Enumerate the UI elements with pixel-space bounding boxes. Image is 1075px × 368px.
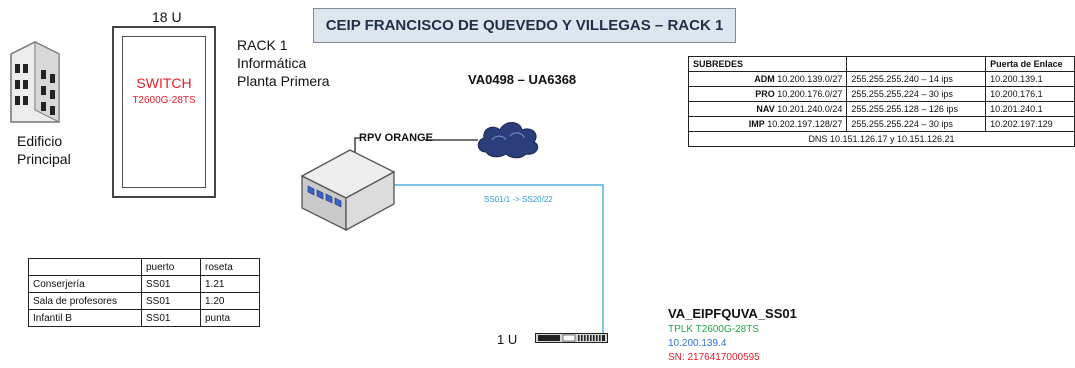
subnet-name: NAV (756, 104, 775, 114)
subnet-gateway: 10.200.139.1 (985, 71, 1075, 87)
uplink-line (390, 184, 604, 337)
rack-info-dept: Informática (237, 55, 307, 71)
ports-row: Infantil B SS01 punta (28, 309, 260, 327)
ports-table: puerto roseta Conserjería SS01 1.21 Sala… (28, 258, 260, 327)
dns-row: DNS 10.151.126.17 y 10.151.126.21 (688, 131, 1075, 147)
subnet-name: ADM (754, 74, 775, 84)
subnet-row: ADM 10.200.139.0/27 255.255.255.240 – 14… (687, 71, 1075, 87)
dns-servers: DNS 10.151.126.17 y 10.151.126.21 (688, 131, 1075, 147)
subnet-gateway: 10.200.176.1 (985, 86, 1075, 102)
subnets-table: SUBREDES Puerta de Enlace ADM 10.200.139… (687, 56, 1075, 147)
subnet-mask: 255.255.255.128 – 126 ips (846, 101, 987, 117)
subnet-row: IMP 10.202.197.128/27 255.255.255.224 – … (687, 116, 1075, 132)
ports-socket: 1.21 (200, 275, 260, 293)
ports-socket: 1.20 (200, 292, 260, 310)
circuit-id: VA0498 – UA6368 (468, 72, 577, 87)
router-icon (300, 149, 396, 232)
building-icon (10, 41, 60, 123)
diagram-title: CEIP FRANCISCO DE QUEVEDO Y VILLEGAS – R… (313, 8, 736, 43)
rack-inner (122, 36, 206, 188)
subnet-network: 10.200.139.0/27 (777, 74, 843, 84)
ports-header-row: puerto roseta (28, 258, 260, 276)
ports-location: Infantil B (28, 309, 142, 327)
subnet-row: NAV 10.201.240.0/24 255.255.255.128 – 12… (687, 101, 1075, 117)
ports-port: SS01 (141, 309, 201, 327)
rack-info-floor: Planta Primera (237, 73, 330, 89)
subnets-header: SUBREDES (687, 56, 848, 72)
subnet-row: PRO 10.200.176.0/27 255.255.255.224 – 30… (687, 86, 1075, 102)
device-model: TPLK T2600G-28TS (668, 324, 759, 335)
device-name: VA_EIPFQUVA_SS01 (668, 306, 797, 321)
switch-device-icon (535, 333, 608, 343)
ports-header-socket: roseta (200, 258, 260, 276)
subnet-mask: 255.255.255.224 – 30 ips (846, 116, 987, 132)
ports-port: SS01 (141, 292, 201, 310)
router-label: RPV ORANGE (359, 132, 433, 144)
rack-info-name: RACK 1 (237, 37, 288, 53)
building-label-line2: Principal (17, 151, 71, 167)
ports-header-port: puerto (141, 258, 201, 276)
uplink-label: SS01/1 -> SS20/22 (484, 195, 553, 204)
subnet-gateway: 10.202.197.129 (985, 116, 1075, 132)
subnets-header-mask (846, 56, 987, 72)
ports-location: Conserjería (28, 275, 142, 293)
rack-switch-label: SWITCH (136, 75, 192, 91)
ports-header-location (28, 258, 142, 276)
ports-row: Conserjería SS01 1.21 (28, 275, 260, 293)
subnet-mask: 255.255.255.240 – 14 ips (846, 71, 987, 87)
subnet-gateway: 10.201.240.1 (985, 101, 1075, 117)
subnet-name: PRO (755, 89, 775, 99)
ports-socket: punta (200, 309, 260, 327)
subnet-name: IMP (748, 119, 765, 129)
device-ip: 10.200.139.4 (668, 338, 727, 349)
ports-location: Sala de profesores (28, 292, 142, 310)
ports-row: Sala de profesores SS01 1.20 (28, 292, 260, 310)
subnets-header-row: SUBREDES Puerta de Enlace (687, 56, 1075, 72)
subnet-network: 10.201.240.0/24 (777, 104, 843, 114)
cloud-icon (477, 122, 539, 159)
subnet-mask: 255.255.255.224 – 30 ips (846, 86, 987, 102)
device-serial: SN: 2176417000595 (668, 352, 760, 363)
ports-port: SS01 (141, 275, 201, 293)
subnet-network: 10.200.176.0/27 (777, 89, 843, 99)
device-units-label: 1 U (497, 332, 518, 347)
subnet-network: 10.202.197.128/27 (767, 119, 843, 129)
rack-units-label: 18 U (152, 9, 182, 25)
building-label-line1: Edificio (17, 133, 63, 149)
rack-switch-model: T2600G-28TS (132, 95, 196, 106)
subnets-header-gateway: Puerta de Enlace (985, 56, 1075, 72)
